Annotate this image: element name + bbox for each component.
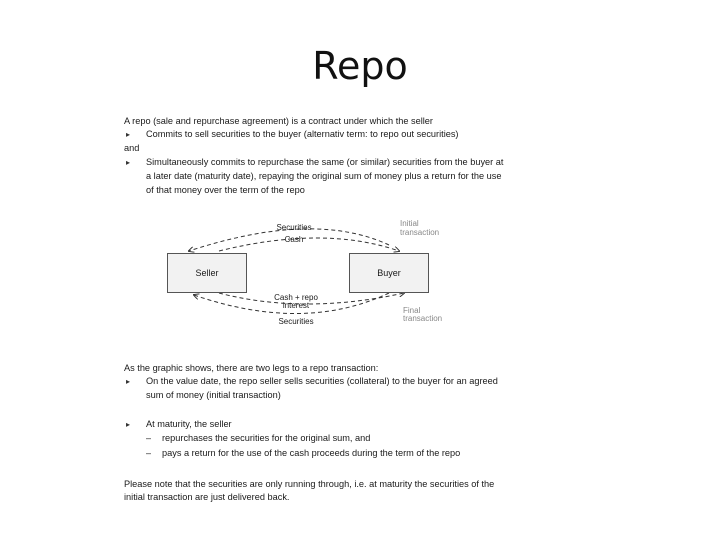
bottom-label-cash-repo: Cash + repo (274, 293, 318, 302)
note-line-2: initial transaction are just delivered b… (124, 492, 290, 502)
dash-bullet: – (146, 448, 152, 458)
bullet-arrow-icon: ▸ (126, 130, 131, 139)
intro-bullet-2-line3: of that money over the term of the repo (146, 185, 305, 195)
final-label-line1: Final (403, 306, 421, 315)
bullet-arrow-icon: ▸ (126, 158, 131, 167)
intro-line: A repo (sale and repurchase agreement) i… (124, 116, 433, 126)
legs-bullet-1-line1: On the value date, the repo seller sells… (146, 376, 498, 386)
legs-sub-2: pays a return for the use of the cash pr… (162, 448, 461, 458)
bottom-arrow-outer (194, 292, 390, 314)
bottom-label-interest: interest (282, 301, 310, 310)
intro-bullet-2-line1: Simultaneously commits to repurchase the… (146, 157, 504, 167)
seller-box: Seller (167, 253, 247, 293)
intro-and: and (124, 143, 140, 153)
top-label-cash: Cash (284, 235, 304, 244)
bullet-arrow-icon: ▸ (126, 420, 131, 429)
final-label-line2: transaction (403, 314, 443, 323)
legs-intro: As the graphic shows, there are two legs… (124, 363, 379, 373)
note-line-1: Please note that the securities are only… (124, 479, 495, 489)
flow-arrows (124, 228, 544, 314)
seller-label: Seller (195, 268, 219, 278)
intro-bullet-1: Commits to sell securities to the buyer … (146, 129, 459, 139)
repo-diagram: Seller Buyer Securities Cash Cash + repo… (124, 215, 544, 335)
bottom-arrow-inner (218, 293, 404, 305)
bullet-arrow-icon: ▸ (126, 377, 131, 386)
buyer-label: Buyer (377, 268, 401, 278)
bottom-label-securities: Securities (278, 317, 314, 326)
buyer-box: Buyer (349, 253, 429, 293)
initial-label-line1: Initial (400, 219, 419, 228)
intro-bullet-2-line2: a later date (maturity date), repaying t… (146, 171, 502, 181)
legs-bullet-1-line2: sum of money (initial transaction) (146, 390, 281, 400)
initial-label-line2: transaction (400, 228, 440, 237)
dash-bullet: – (146, 433, 152, 443)
page-title: Repo (312, 44, 408, 88)
top-arrow-inner (218, 237, 399, 251)
top-label-securities: Securities (276, 223, 312, 232)
legs-sub-1: repurchases the securities for the origi… (162, 433, 371, 443)
legs-bullet-2: At maturity, the seller (146, 419, 232, 429)
